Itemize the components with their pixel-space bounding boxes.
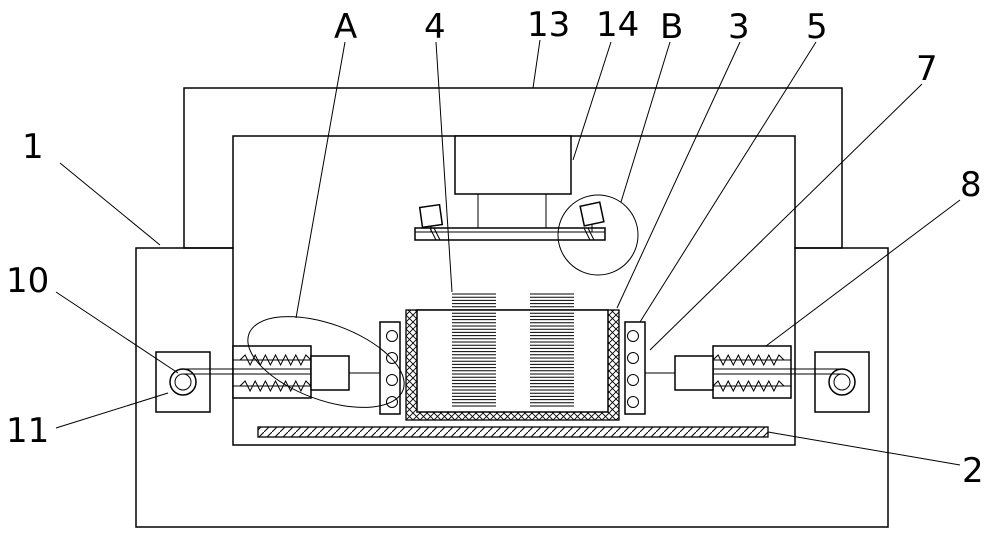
right-clamp-block: [579, 201, 605, 232]
label-7: 7: [916, 49, 938, 89]
label-B: B: [660, 7, 683, 47]
right-paper-stack: [530, 293, 574, 407]
left-piston: [310, 355, 380, 391]
left-spring-upper: [239, 353, 312, 367]
left-spring-housing: [232, 345, 312, 399]
label-14: 14: [596, 5, 639, 45]
left-wheel-housing: [155, 351, 211, 413]
right-spring-housing: [712, 345, 792, 399]
left-side-plate: [379, 321, 401, 415]
label-4: 4: [424, 7, 446, 47]
label-11: 11: [6, 411, 49, 451]
label-10: 10: [6, 261, 49, 301]
right-wheel-housing: [814, 351, 870, 413]
label-A: A: [334, 7, 357, 47]
central-container: [405, 309, 620, 421]
left-clamp-block: [418, 203, 444, 232]
right-cable: [713, 368, 842, 375]
press-head: [454, 135, 572, 228]
label-8: 8: [960, 165, 982, 205]
label-1: 1: [22, 127, 44, 167]
left-paper-stack: [452, 293, 496, 407]
right-spring-lower: [712, 379, 785, 393]
top-frame: [183, 87, 843, 249]
label-13: 13: [527, 5, 570, 45]
leader-lines: [55, 39, 961, 466]
detail-a-ellipse: [247, 316, 405, 408]
left-spring-lower: [239, 379, 312, 393]
press-bar: [414, 227, 606, 241]
label-2: 2: [962, 451, 984, 491]
label-3: 3: [728, 7, 750, 47]
left-cable: [183, 368, 311, 375]
detail-b-circle: [557, 194, 639, 276]
base-plate: [257, 426, 769, 438]
label-5: 5: [806, 7, 828, 47]
right-side-plate: [624, 321, 646, 415]
right-piston: [645, 355, 714, 391]
right-spring-upper: [712, 353, 785, 367]
